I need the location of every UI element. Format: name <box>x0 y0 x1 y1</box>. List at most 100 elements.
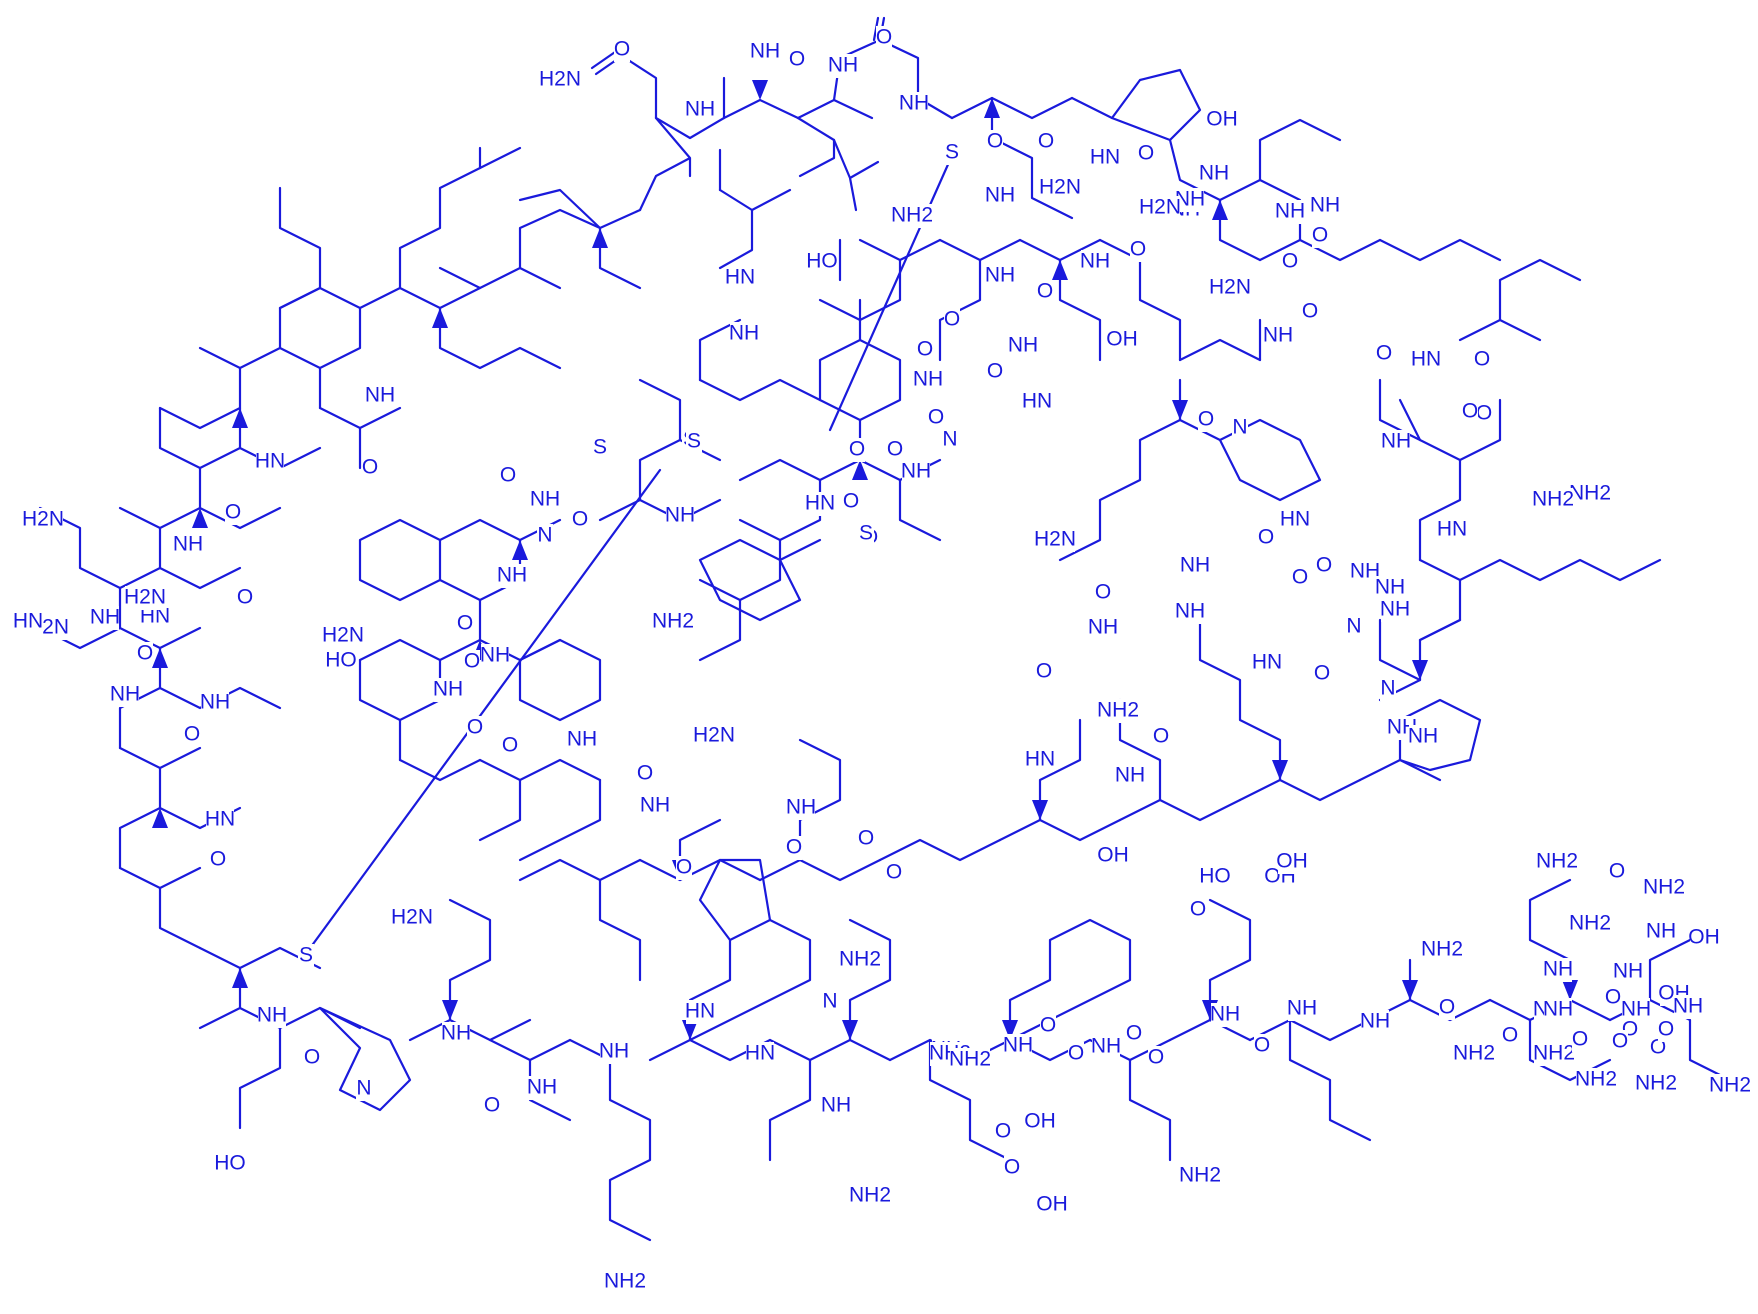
atom-label-l50: HO <box>806 250 838 273</box>
atom-label-bg <box>1095 581 1111 605</box>
atom-label-l158: H2N <box>391 906 433 929</box>
atom-label-l101: O <box>1258 526 1274 549</box>
atom-label-bg <box>500 464 516 488</box>
atom-label-bg <box>1658 1018 1674 1042</box>
atom-label-bg <box>502 734 518 758</box>
atom-label-l92: HN <box>1025 748 1055 771</box>
atom-label-l168: O <box>1190 898 1206 921</box>
atom-label-l87: O <box>886 861 902 884</box>
atom-label-bg <box>600 1040 628 1064</box>
atom-label-l100: NH <box>1180 554 1210 577</box>
atom-label-l166: O <box>1605 986 1621 1009</box>
atom-label-bg <box>434 678 462 702</box>
atom-label-l46: NH <box>1263 324 1293 347</box>
atom-label-l19: NH <box>1080 250 1110 273</box>
atom-label-bg <box>174 533 202 557</box>
atom-label-l112: S <box>859 522 873 545</box>
atom-label-l171: OH <box>1036 1193 1068 1216</box>
atom-label-l12: NH <box>985 184 1015 207</box>
atom-label-l33: O <box>1198 408 1214 431</box>
atom-label-bg <box>641 794 669 818</box>
atom-label-bg <box>184 723 200 747</box>
atom-label-bg <box>1609 860 1625 884</box>
atom-label-bg <box>917 338 933 362</box>
atom-label-l47: O <box>1302 300 1318 323</box>
atom-label-l187: NH <box>1673 995 1703 1018</box>
atom-label-l151: NH2 <box>849 1184 891 1207</box>
atom-label-l27: HN <box>1280 508 1310 531</box>
atom-label-l188: O <box>1658 1018 1674 1041</box>
atom-label-bg <box>201 691 229 715</box>
atom-label-bg <box>1099 844 1127 868</box>
atom-label-l160: NH <box>90 606 120 629</box>
atom-label-l180: O <box>1439 996 1455 1019</box>
atom-label-l138: NH <box>821 1094 851 1117</box>
atom-label-l154: NH2 <box>1533 1042 1575 1065</box>
atom-label-bg <box>304 1046 320 1070</box>
atom-label-bg <box>484 1094 500 1118</box>
atom-label-bg <box>1180 1164 1220 1188</box>
atom-label-bg <box>1198 408 1214 432</box>
atom-label-bg <box>1254 1034 1270 1058</box>
atom-label-l134: NH <box>527 1076 557 1099</box>
atom-label-l97: O <box>1314 662 1330 685</box>
atom-label-l23: NH <box>913 368 943 391</box>
atom-label-bg <box>1108 328 1136 352</box>
atom-label-l192: NH <box>1543 958 1573 981</box>
atom-label-l56: HN <box>1022 390 1052 413</box>
atom-label-l81: O <box>676 856 692 879</box>
atom-label-bg <box>1130 238 1146 262</box>
atom-label-l66: NH2 <box>652 610 694 633</box>
atom-label-bg <box>1176 600 1204 624</box>
atom-label-bg <box>540 68 580 92</box>
atom-label-bg <box>323 624 363 648</box>
atom-label-bg <box>537 524 553 548</box>
atom-label-l78: NH <box>567 728 597 751</box>
atom-label-l150: NH2 <box>1453 1042 1495 1065</box>
atom-label-bg <box>1311 194 1339 218</box>
atom-label-l18: O <box>1130 238 1146 261</box>
atom-label-bg <box>876 26 892 50</box>
atom-label-l35: OH <box>1206 108 1238 131</box>
atom-label-bg <box>1474 348 1490 372</box>
atom-label-bg <box>327 649 355 673</box>
atom-label-bg <box>125 586 165 610</box>
atom-label-bg <box>256 450 284 474</box>
atom-label-l34: N <box>1232 416 1247 439</box>
atom-label-l9: HN <box>1090 146 1120 169</box>
atom-label-l181: NH2 <box>1575 1068 1617 1091</box>
atom-label-l7: O <box>876 26 892 49</box>
atom-label-l44: O <box>1462 400 1478 423</box>
atom-label-l144: OH <box>1024 1110 1056 1133</box>
atom-label-bg <box>1148 1046 1164 1070</box>
atom-label-l105: O <box>1153 725 1169 748</box>
atom-label-bg <box>1153 725 1169 749</box>
atom-label-bg <box>1232 416 1248 440</box>
atom-label-l145: HO <box>214 1152 246 1175</box>
atom-label-bg <box>829 54 857 78</box>
atom-label-bg <box>137 642 153 666</box>
atom-label-l57: O <box>987 360 1003 383</box>
atom-label-l88: NH2 <box>1097 699 1139 722</box>
atom-label-l141: NH <box>1003 1034 1033 1057</box>
atom-label-l170: O <box>1040 1014 1056 1037</box>
atom-label-l102: NH <box>1175 600 1205 623</box>
atom-label-bg <box>1036 660 1052 684</box>
atom-label-l90: HO <box>325 649 357 672</box>
atom-label-bg <box>1288 997 1316 1021</box>
atom-label-l132: O <box>484 1094 500 1117</box>
atom-label-l194: NH <box>1646 920 1676 943</box>
atom-label-bg <box>900 92 928 116</box>
atom-label-bg <box>1544 958 1572 982</box>
atom-label-l25: NH2 <box>1569 482 1611 505</box>
atom-label-l104: NH <box>1088 616 1118 639</box>
atom-label-l54: OH <box>1106 328 1138 351</box>
atom-label-bg <box>91 606 119 630</box>
atom-label-l126: O <box>184 723 200 746</box>
atom-label-bg <box>1314 662 1330 686</box>
atom-label-bg <box>1210 276 1250 300</box>
atom-label-bg <box>1278 850 1306 874</box>
atom-label-bg <box>637 762 653 786</box>
atom-label-bg <box>1376 576 1404 600</box>
atom-label-bg <box>914 368 942 392</box>
